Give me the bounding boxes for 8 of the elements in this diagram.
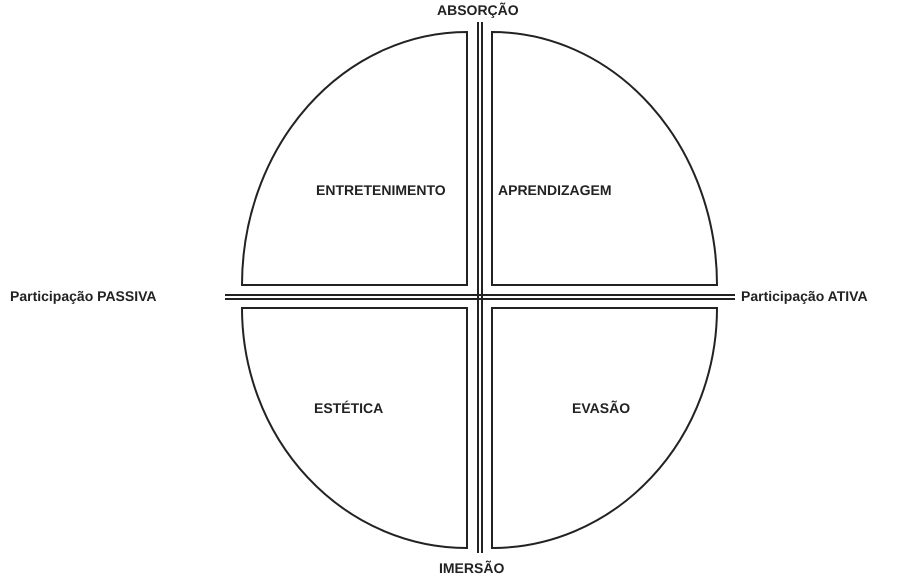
- axis-label: ABSORÇÃO: [437, 2, 519, 18]
- quadrant-label: EVASÃO: [572, 400, 630, 416]
- axis-label: IMERSÃO: [439, 560, 504, 576]
- axis-label: Participação PASSIVA: [10, 288, 157, 304]
- quadrant-label: APRENDIZAGEM: [498, 182, 612, 198]
- quadrant-label: ENTRETENIMENTO: [316, 182, 446, 198]
- quadrant-label: ESTÉTICA: [314, 400, 384, 416]
- axis-label: Participação ATIVA: [741, 288, 868, 304]
